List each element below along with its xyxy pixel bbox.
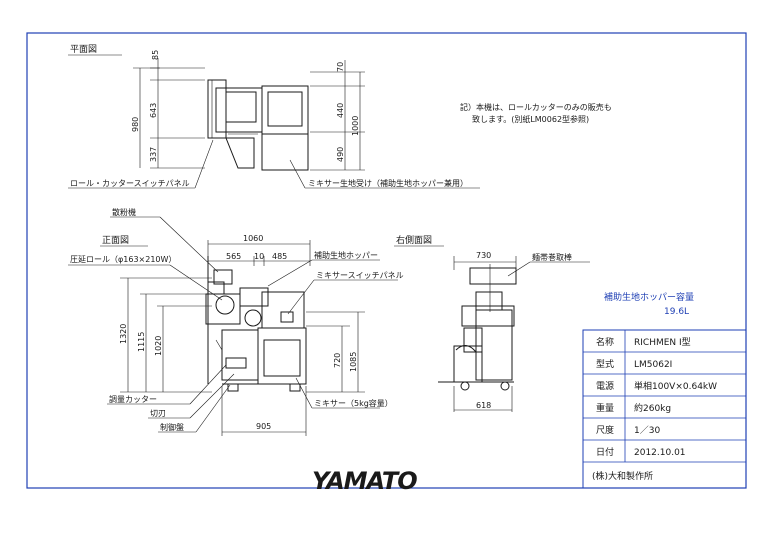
label-belt: 麺帯巻取棒 <box>532 252 572 262</box>
side-view: 右側面図 730 618 麺帯巻取棒 <box>394 234 590 412</box>
front-dim-485: 485 <box>272 252 287 261</box>
label-scatter: 散粉機 <box>112 207 136 217</box>
spec-value-power: 単相100V×0.64kW <box>634 380 717 392</box>
plan-view: 平面図 85 643 980 337 70 440 1000 490 <box>68 44 612 189</box>
logo-text: YAMATO <box>312 467 417 495</box>
spec-key-power: 電源 <box>596 381 614 392</box>
plan-dim-643: 643 <box>149 103 158 118</box>
capacity-label: 補助生地ホッパー容量 <box>604 291 694 303</box>
front-view-title: 正面図 <box>102 235 129 246</box>
spec-key-scale: 尺度 <box>596 424 614 436</box>
plan-dim-85: 85 <box>151 50 160 60</box>
spec-value-model: LM5062I <box>634 360 672 370</box>
plan-dim-1000: 1000 <box>351 116 360 136</box>
side-view-title: 右側面図 <box>396 234 432 246</box>
front-dim-905: 905 <box>256 422 271 431</box>
spec-key-date: 日付 <box>596 447 614 458</box>
capacity-value: 19.6L <box>664 307 689 317</box>
plan-dim-980: 980 <box>131 117 140 132</box>
note-line-2: 致します。(別紙LM0062型参照) <box>472 114 589 124</box>
spec-key-weight: 重量 <box>596 402 614 414</box>
spec-value-name: RICHMEN Ⅰ型 <box>634 337 691 348</box>
note-line-1: 記）本機は、ロールカッターのみの販売も <box>460 102 612 112</box>
plan-dim-490: 490 <box>336 147 345 162</box>
spec-value-scale: 1／30 <box>634 425 660 436</box>
side-dim-730: 730 <box>476 251 491 260</box>
label-blade: 切刃 <box>150 409 166 418</box>
front-dim-565: 565 <box>226 252 241 261</box>
front-dim-1320: 1320 <box>119 324 128 344</box>
spec-key-name: 名称 <box>596 336 614 348</box>
label-press-roll: 圧延ロール（φ163×210W） <box>70 254 176 264</box>
front-dim-1020: 1020 <box>154 336 163 356</box>
label-aux-hopper: 補助生地ホッパー <box>314 250 378 260</box>
yamato-logo: YAMATO <box>312 467 418 495</box>
drawing-frame <box>26 32 747 489</box>
label-cutter: 調量カッター <box>109 394 157 404</box>
side-dim-618: 618 <box>476 401 491 410</box>
front-dim-10: 10 <box>254 252 264 261</box>
label-control: 制御盤 <box>160 422 184 432</box>
plan-dim-70: 70 <box>336 62 345 72</box>
front-dim-720: 720 <box>333 353 342 368</box>
spec-value-weight: 約260kg <box>634 402 671 414</box>
front-dim-1115: 1115 <box>137 332 146 352</box>
plan-dim-337: 337 <box>149 147 158 162</box>
spec-key-model: 型式 <box>596 358 614 370</box>
label-roll-cutter-switch: ロール・カッタースイッチパネル <box>70 179 190 188</box>
front-dim-1060: 1060 <box>243 234 263 243</box>
label-mixer-switch: ミキサースイッチパネル <box>316 271 404 280</box>
label-mixer: ミキサー（5kg容量） <box>314 398 393 408</box>
company-name: (株)大和製作所 <box>592 470 653 482</box>
spec-value-date: 2012.10.01 <box>634 448 686 458</box>
plan-dim-440: 440 <box>336 103 345 118</box>
plan-view-title: 平面図 <box>70 44 97 55</box>
front-view: 正面図 1060 565 10 485 <box>68 207 404 436</box>
label-mixer-receiver: ミキサー生地受け（補助生地ホッパー兼用） <box>308 178 468 188</box>
front-dim-1085: 1085 <box>349 352 358 372</box>
spec-table: 名称 RICHMEN Ⅰ型 型式 LM5062I 電源 単相100V×0.64k… <box>582 329 747 489</box>
